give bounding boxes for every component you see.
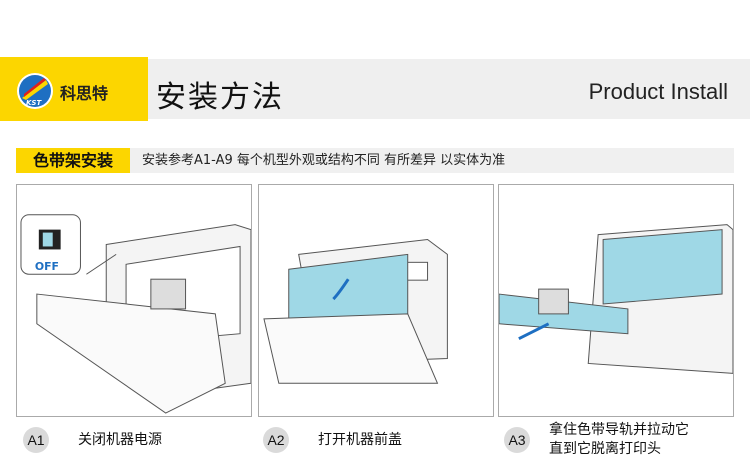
step-badge-a1: A1 (23, 427, 49, 453)
header-title-band (148, 59, 750, 119)
step-a3-caption-line2: 直到它脱离打印头 (549, 441, 661, 457)
step-a3-caption-line1: 拿住色带导轨并拉动它 (549, 422, 689, 438)
page-title: 安装方法 (156, 80, 284, 115)
off-label: OFF (35, 260, 59, 273)
svg-text:KST: KST (26, 99, 42, 107)
step-a1-image: OFF (16, 184, 252, 417)
page-title-en: Product Install (588, 79, 728, 104)
step-a2-image (258, 184, 494, 417)
step-badge-a2: A2 (263, 427, 289, 453)
step-badge-a3: A3 (504, 427, 530, 453)
step-a1-caption: 关闭机器电源 (78, 432, 162, 448)
brand-name: 科思特 (60, 84, 109, 103)
section-label: 色带架安装 (16, 148, 130, 173)
kst-logo-icon: KST (17, 73, 53, 109)
step-a3-image (498, 184, 734, 417)
step-a2-caption: 打开机器前盖 (318, 432, 402, 448)
section-note: 安装参考A1-A9 每个机型外观或结构不同 有所差异 以实体为准 (130, 148, 734, 173)
